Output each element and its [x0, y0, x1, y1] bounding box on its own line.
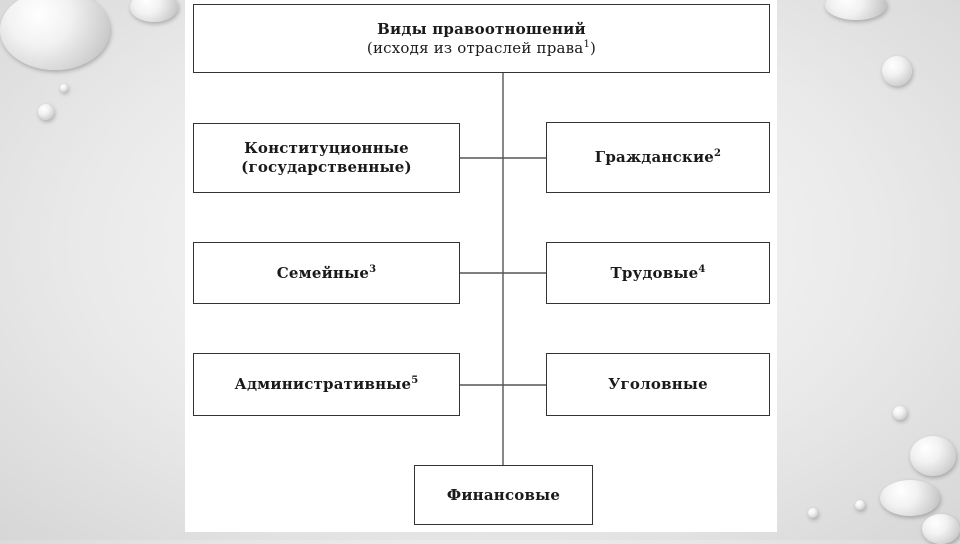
root-subtitle: (исходя из отраслей права1): [367, 39, 596, 58]
node-family-text: Семейные: [276, 263, 370, 282]
node-administrative-footnote: 5: [411, 375, 419, 386]
node-constitutional: Конституционные (государственные): [193, 123, 460, 193]
node-criminal-label: Уголовные: [608, 375, 708, 393]
node-family-footnote: 3: [369, 263, 377, 275]
node-civil-text: Гражданские: [594, 148, 715, 166]
root-subtitle-footnote: 1: [583, 38, 591, 50]
node-civil-label: Гражданские2: [595, 148, 721, 167]
node-labor-label: Трудовые4: [610, 264, 705, 283]
water-drop-decoration: [880, 480, 940, 516]
water-drop-decoration: [38, 104, 54, 120]
root-title: Виды правоотношений: [377, 19, 586, 38]
water-drop-decoration: [808, 508, 818, 518]
water-drop-decoration: [0, 0, 110, 70]
node-labor-footnote: 4: [698, 263, 706, 275]
node-criminal: Уголовные: [546, 353, 770, 416]
node-labor-text: Трудовые: [610, 263, 699, 282]
node-family-label: Семейные3: [277, 264, 377, 283]
node-family: Семейные3: [193, 242, 460, 304]
node-civil-footnote: 2: [714, 148, 722, 159]
water-drop-decoration: [882, 56, 912, 86]
water-drop-decoration: [60, 84, 68, 92]
node-administrative-text: Административные: [234, 375, 412, 393]
node-civil: Гражданские2: [546, 122, 770, 193]
root-subtitle-text: (исходя из отраслей права: [366, 38, 584, 57]
node-financial-label: Финансовые: [446, 485, 561, 504]
node-administrative: Административные5: [193, 353, 460, 416]
node-administrative-label: Административные5: [235, 375, 419, 394]
water-drop-decoration: [910, 436, 956, 476]
root-node-types-of-legal-relations: Виды правоотношений (исходя из отраслей …: [193, 4, 770, 73]
water-drop-decoration: [893, 406, 907, 420]
node-constitutional-label: Конституционные (государственные): [241, 139, 412, 176]
root-subtitle-close: ): [590, 38, 597, 57]
water-drop-decoration: [130, 0, 178, 22]
water-drop-decoration: [922, 514, 960, 544]
node-financial: Финансовые: [414, 465, 593, 525]
water-drop-decoration: [855, 500, 865, 510]
node-labor: Трудовые4: [546, 242, 770, 304]
water-drop-decoration: [825, 0, 887, 20]
